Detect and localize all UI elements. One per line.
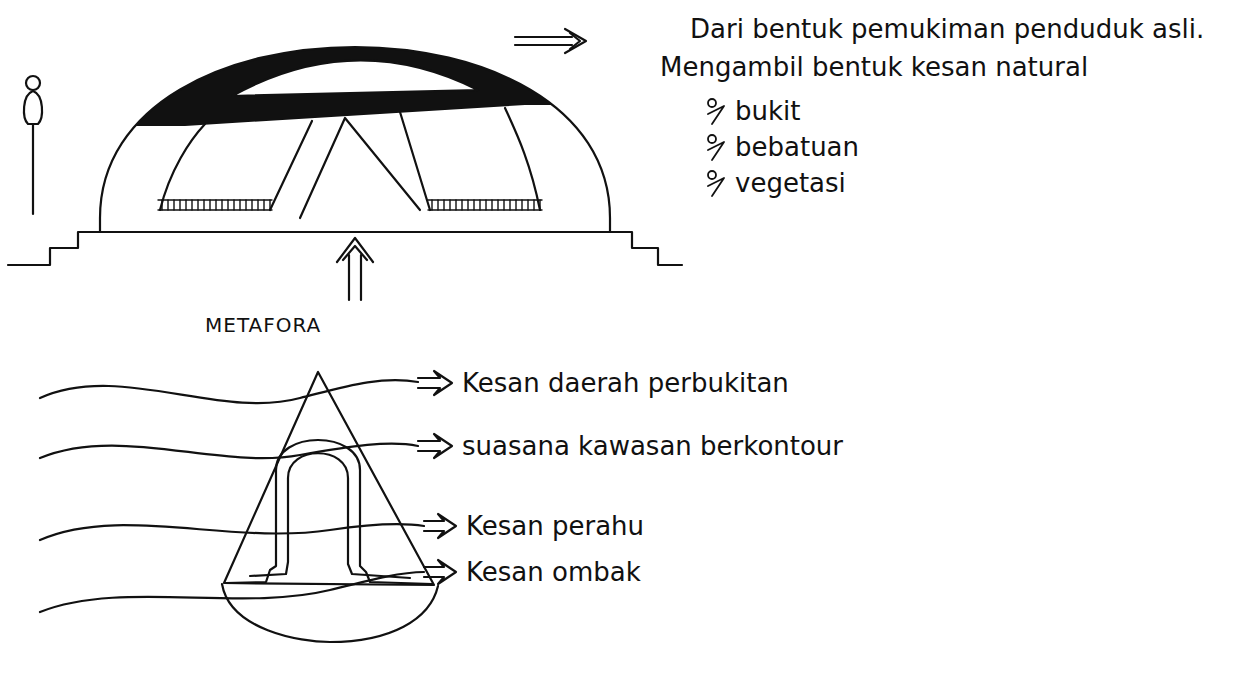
concept-note: Mengambil bentuk kesan natural: [660, 52, 1088, 82]
bullet-item: bebatuan: [735, 132, 859, 162]
metaphor-note: suasana kawasan berkontour: [462, 431, 843, 461]
metaphor-note: Kesan daerah perbukitan: [462, 368, 789, 398]
source-note: Dari bentuk pemukiman penduduk asli.: [690, 14, 1204, 44]
bullet-item: vegetasi: [735, 168, 846, 198]
metaphor-note: Kesan perahu: [466, 511, 644, 541]
metaphor-note: Kesan ombak: [466, 557, 641, 587]
bullet-item: bukit: [735, 96, 800, 126]
section-heading: METAFORA: [205, 310, 321, 340]
